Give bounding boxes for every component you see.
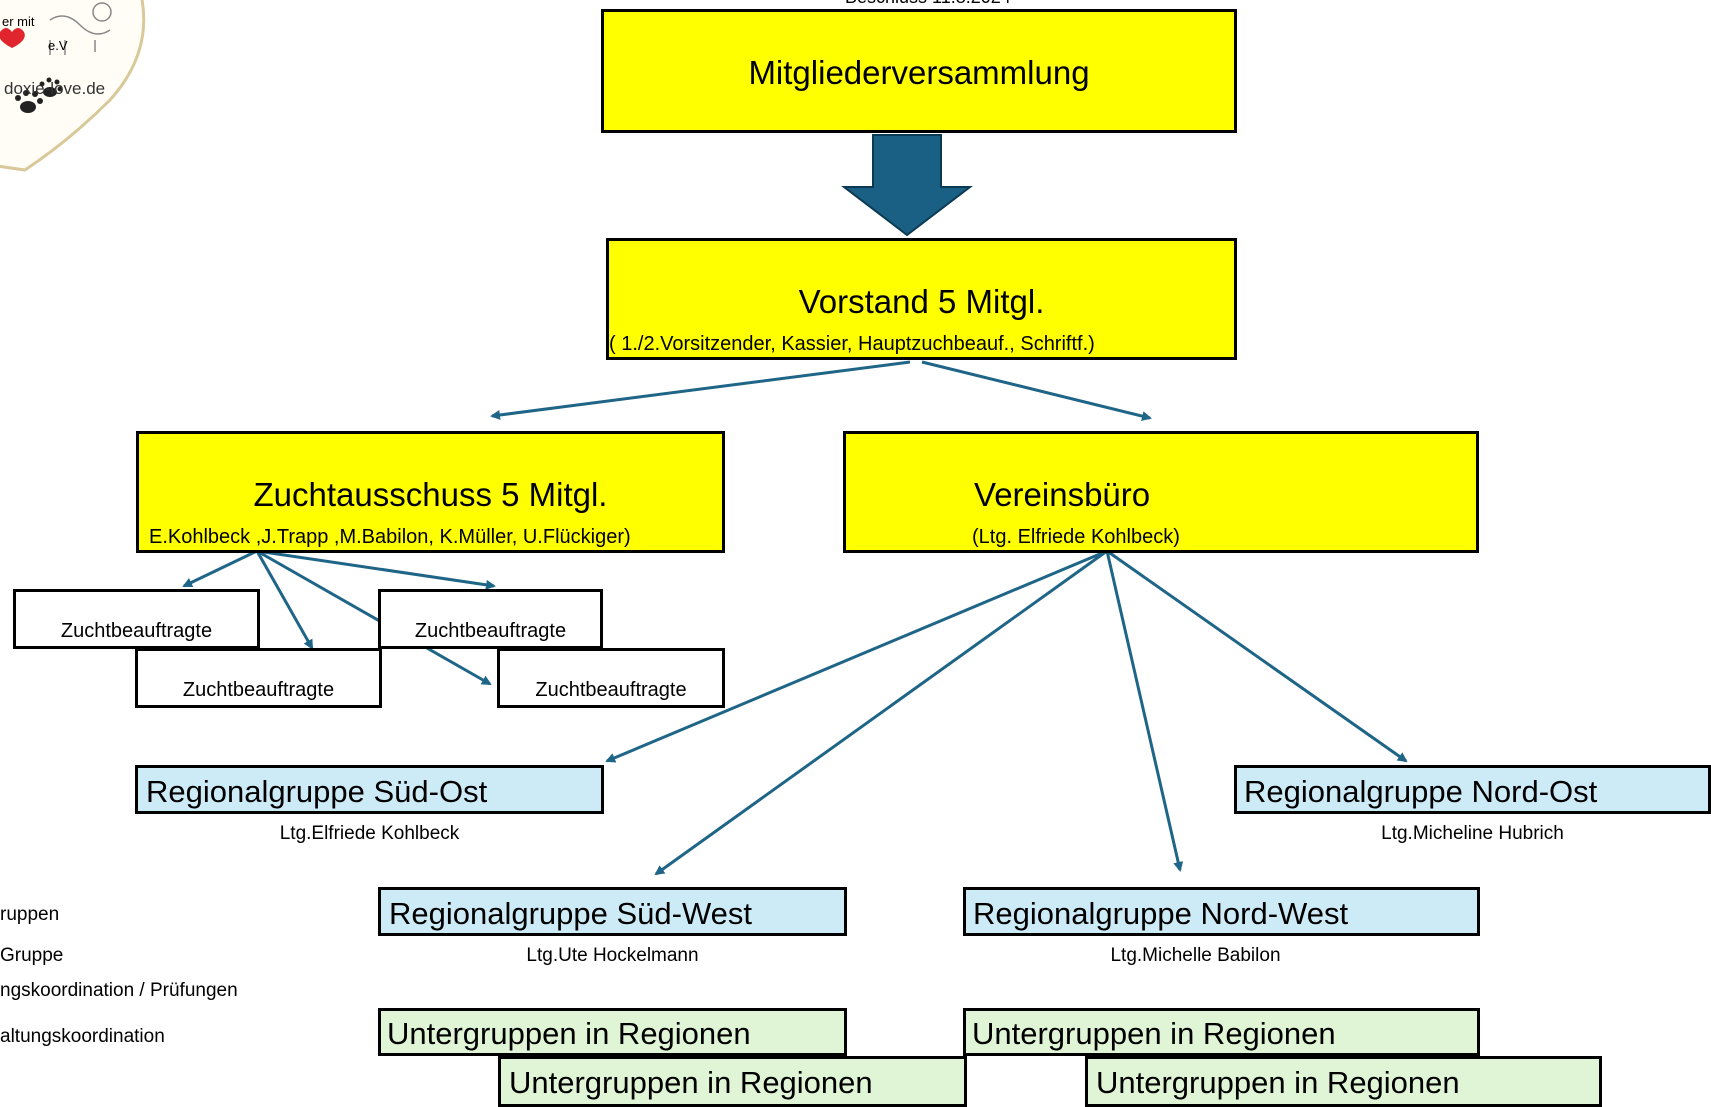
legend-item: ngskoordination / Prüfungen (0, 980, 238, 1001)
regional-group-lead: Ltg.Ute Hockelmann (526, 945, 699, 966)
arrow-board-to-committee (490, 360, 911, 420)
breeding-rep-label: Zuchtbeauftragte (535, 679, 687, 701)
date-text: Beschluss 11.8.2024 (845, 0, 1011, 8)
regional-group-name: Regionalgruppe Nord-West (973, 896, 1349, 931)
arrow-office-to-sued-west (654, 549, 1108, 876)
subgroup-box: Untergruppen in Regionen (963, 1008, 1480, 1056)
club-office-title: Vereinsbüro (974, 476, 1151, 513)
regional-group-sued-west: Regionalgruppe Süd-West (378, 887, 847, 936)
breeding-committee-box: Zuchtausschuss 5 Mitgl. E.Kohlbeck ,J.Tr… (136, 431, 725, 553)
board-box: Vorstand 5 Mitgl. ( 1./2.Vorsitzender, K… (606, 238, 1237, 360)
breeding-rep-box: Zuchtbeauftragte (378, 589, 603, 649)
logo-url: doxie-love.de (4, 79, 106, 98)
club-office-box: Vereinsbüro (Ltg. Elfriede Kohlbeck) (843, 431, 1479, 553)
club-logo (0, 0, 146, 172)
regional-group-lead: Ltg.Micheline Hubrich (1381, 823, 1564, 844)
breeding-rep-box: Zuchtbeauftragte (135, 648, 382, 708)
regional-group-name: Regionalgruppe Süd-Ost (146, 774, 488, 809)
regional-group-lead: Ltg.Elfriede Kohlbeck (279, 823, 460, 844)
legend-item: altungskoordination (0, 1026, 165, 1047)
subgroup-box: Untergruppen in Regionen (498, 1056, 967, 1107)
club-office-lead: (Ltg. Elfriede Kohlbeck) (972, 526, 1180, 548)
subgroup-box: Untergruppen in Regionen (378, 1008, 847, 1056)
logo-text-line2: e.V (48, 38, 68, 53)
board-title: Vorstand 5 Mitgl. (798, 283, 1045, 320)
logo-text-line1: er mit (2, 14, 35, 29)
breeding-committee-title: Zuchtausschuss 5 Mitgl. (253, 476, 608, 513)
regional-group-nord-ost: Regionalgruppe Nord-Ost (1234, 765, 1711, 814)
breeding-rep-label: Zuchtbeauftragte (182, 679, 335, 701)
arrow-office-to-nord-ost (1106, 549, 1408, 763)
subgroup-label: Untergruppen in Regionen (387, 1016, 751, 1051)
arrow-committee-to-rep2 (255, 550, 314, 650)
breeding-rep-label: Zuchtbeauftragte (414, 620, 567, 642)
subgroup-box: Untergruppen in Regionen (1085, 1056, 1602, 1107)
logo-dog-icon (49, 2, 112, 55)
legend-item: Gruppe (0, 945, 64, 966)
breeding-committee-members: E.Kohlbeck ,J.Trapp ,M.Babilon, K.Müller… (149, 526, 631, 548)
arrow-committee-to-rep3 (256, 549, 496, 590)
subgroup-label: Untergruppen in Regionen (509, 1065, 873, 1100)
members-assembly-box: Mitgliederversammlung (601, 9, 1237, 133)
members-assembly-title: Mitgliederversammlung (748, 54, 1090, 91)
big-down-arrow (841, 134, 973, 237)
breeding-rep-box: Zuchtbeauftragte (13, 589, 260, 649)
breeding-rep-label: Zuchtbeauftragte (60, 620, 213, 642)
legend-item: ruppen (0, 904, 60, 925)
subgroup-label: Untergruppen in Regionen (1096, 1065, 1460, 1100)
regional-group-lead: Ltg.Michelle Babilon (1110, 945, 1281, 966)
logo-heart-icon (0, 28, 25, 48)
arrow-committee-to-rep4 (256, 549, 492, 686)
regional-group-sued-ost: Regionalgruppe Süd-Ost (135, 765, 604, 814)
arrow-committee-to-rep1 (182, 549, 258, 588)
regional-group-name: Regionalgruppe Süd-West (389, 896, 753, 931)
logo-paw-icon (15, 77, 63, 113)
breeding-rep-box: Zuchtbeauftragte (497, 648, 725, 708)
subgroup-label: Untergruppen in Regionen (972, 1016, 1336, 1051)
arrow-office-to-nord-west (1105, 550, 1184, 872)
regional-group-nord-west: Regionalgruppe Nord-West (963, 887, 1480, 936)
logo-heart-shape (0, 0, 146, 172)
arrow-board-to-office (921, 360, 1152, 421)
regional-group-name: Regionalgruppe Nord-Ost (1244, 774, 1598, 809)
board-subtitle: ( 1./2.Vorsitzender, Kassier, Hauptzuchb… (609, 333, 1095, 355)
arrow-office-to-sued-ost (605, 549, 1108, 763)
